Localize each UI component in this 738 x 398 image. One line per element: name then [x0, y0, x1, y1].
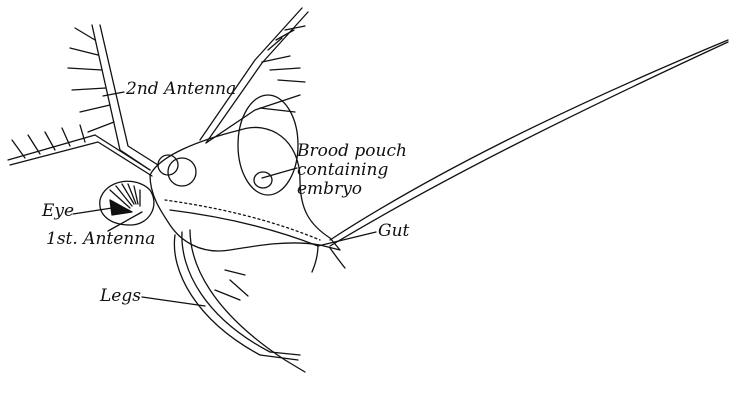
- label-brood-pouch-line1: Brood pouch: [297, 142, 407, 161]
- second-antenna-shape: [8, 25, 158, 176]
- label-legs: Legs: [100, 287, 141, 306]
- label-brood-pouch-line3: embryo: [297, 180, 362, 199]
- label-eye: Eye: [42, 202, 74, 221]
- leader-gut: [318, 232, 376, 246]
- label-first-antenna: 1st. Antenna: [46, 230, 155, 249]
- label-brood-pouch-line2: containing: [297, 161, 388, 180]
- eye-shape: [100, 181, 154, 225]
- leader-eye: [73, 208, 112, 214]
- label-second-antenna: 2nd Antenna: [126, 80, 236, 99]
- head-joint: [168, 158, 196, 186]
- leader-lines: [73, 92, 376, 306]
- legs-shape: [174, 230, 305, 372]
- brood-pouch-shape: [238, 95, 298, 195]
- label-gut: Gut: [378, 222, 409, 241]
- leader-second-antenna: [103, 92, 124, 96]
- right-antenna-branch: [200, 8, 308, 143]
